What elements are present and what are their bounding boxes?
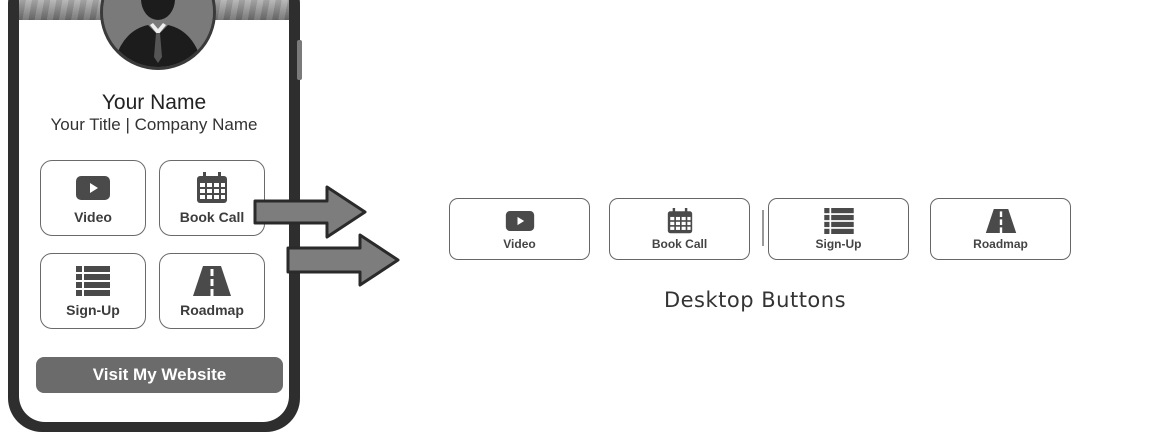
list-icon — [76, 266, 110, 296]
phone-side-button — [297, 40, 302, 80]
mobile-video-button[interactable]: Video — [40, 160, 146, 236]
desktop-sign-up-label: Sign-Up — [815, 237, 862, 251]
mobile-video-label: Video — [74, 209, 112, 225]
desktop-roadmap-button[interactable]: Roadmap — [930, 198, 1071, 260]
video-play-icon — [505, 211, 534, 231]
desktop-roadmap-label: Roadmap — [973, 237, 1028, 251]
person-silhouette-icon — [103, 0, 213, 67]
mobile-book-call-label: Book Call — [179, 209, 245, 225]
road-icon — [985, 209, 1016, 233]
divider — [762, 210, 764, 246]
phone-screen: Your Name Your Title | Company Name Vide… — [19, 0, 289, 422]
phone-mockup: Your Name Your Title | Company Name Vide… — [8, 0, 300, 432]
list-icon — [823, 208, 854, 234]
desktop-book-call-button[interactable]: Book Call — [609, 198, 750, 260]
avatar — [100, 0, 216, 70]
arrow-right-icon — [286, 233, 400, 287]
desktop-sign-up-button[interactable]: Sign-Up — [768, 198, 909, 260]
mobile-book-call-button[interactable]: Book Call — [159, 160, 265, 236]
arrow-right-icon — [253, 185, 367, 239]
desktop-video-button[interactable]: Video — [449, 198, 590, 260]
profile-title: Your Title | Company Name — [50, 115, 258, 134]
mobile-sign-up-label: Sign-Up — [66, 302, 120, 318]
mobile-roadmap-label: Roadmap — [180, 302, 244, 318]
calendar-icon — [197, 172, 227, 203]
calendar-icon — [667, 208, 692, 234]
profile-name: Your Name — [101, 91, 207, 114]
desktop-video-label: Video — [503, 237, 536, 251]
mobile-sign-up-button[interactable]: Sign-Up — [40, 253, 146, 329]
visit-website-button[interactable]: Visit My Website — [36, 357, 283, 393]
video-play-icon — [76, 176, 110, 200]
road-icon — [193, 266, 231, 296]
mobile-roadmap-button[interactable]: Roadmap — [159, 253, 265, 329]
desktop-book-call-label: Book Call — [651, 237, 708, 251]
desktop-buttons-caption: Desktop Buttons — [663, 288, 847, 312]
